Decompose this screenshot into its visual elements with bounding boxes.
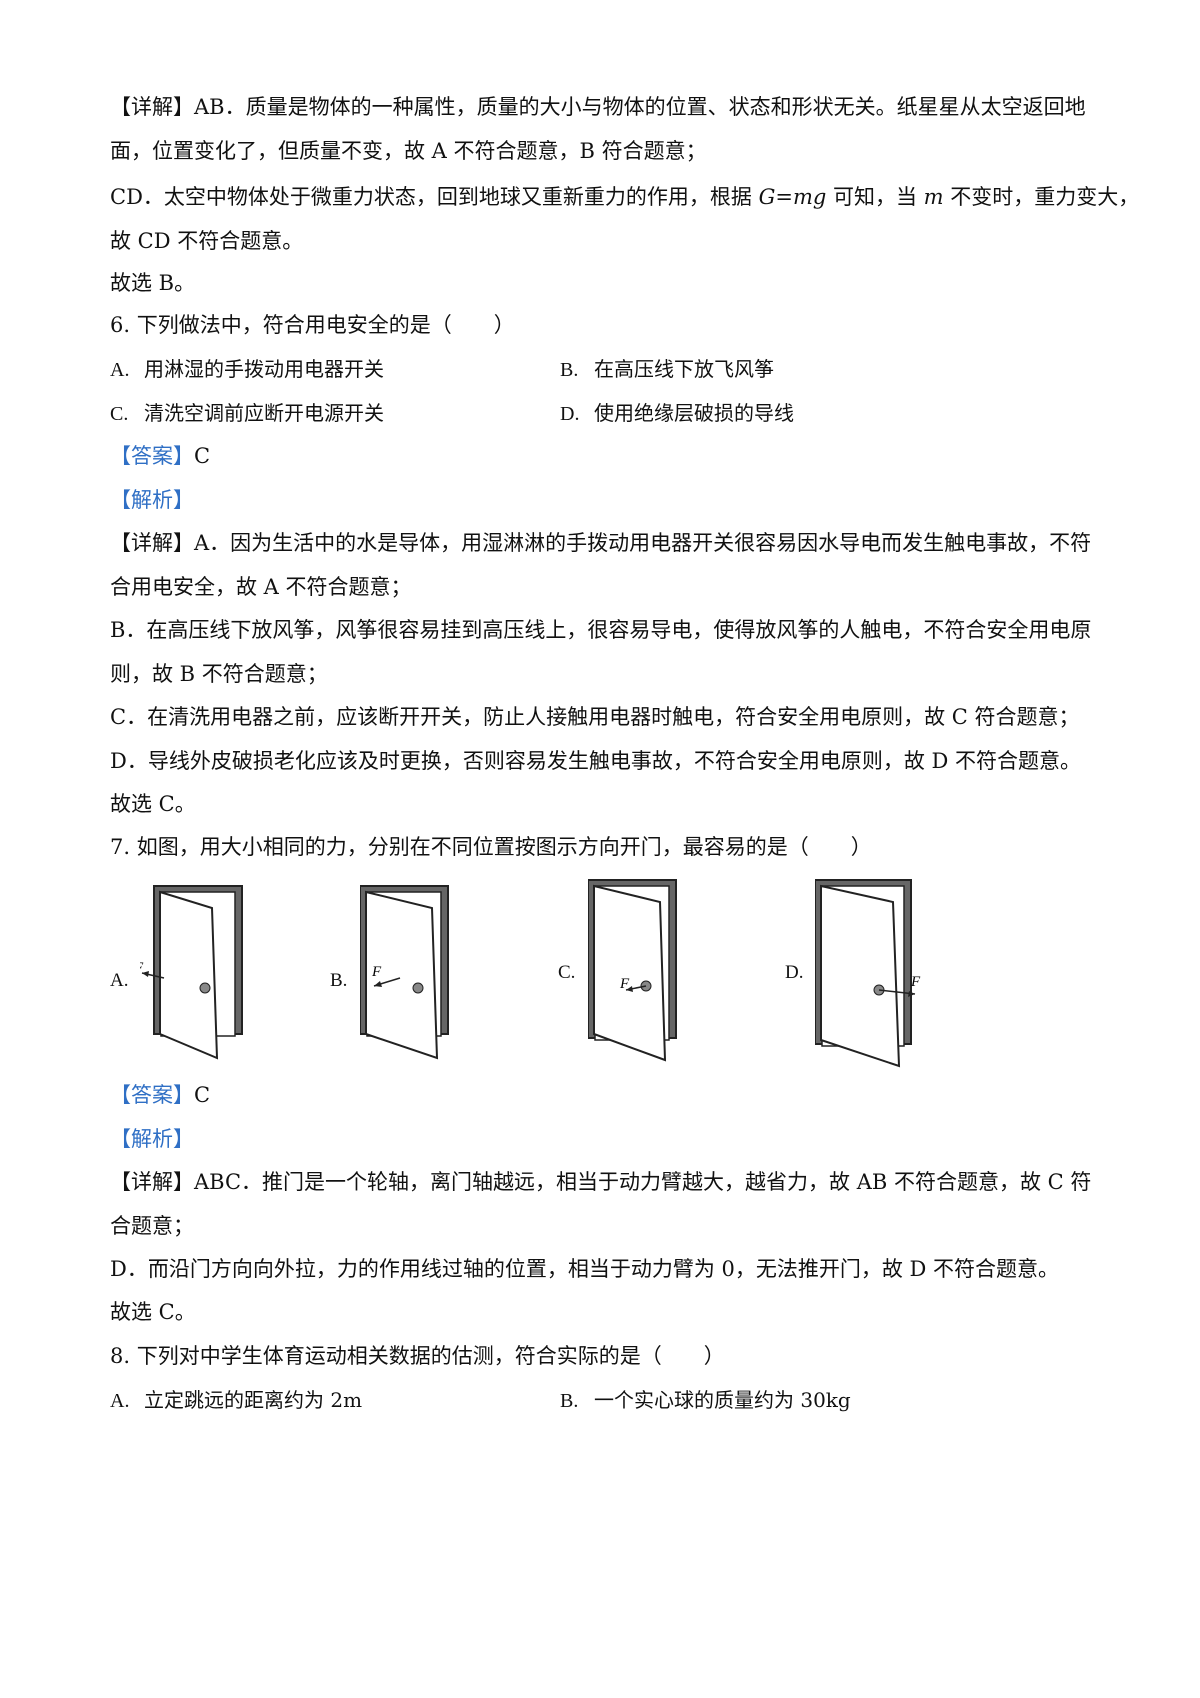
explanation-line: D．而沿门方向向外拉，力的作用线过轴的位置，相当于动力臂为 0，无法推开门，故 … — [110, 1257, 1060, 1281]
explanation-line: B．在高压线下放风筝，风筝很容易挂到高压线上，很容易导电，使得放风筝的人触电，不… — [110, 618, 1092, 642]
option-b: B.一个实心球的质量约为 30kg — [560, 1388, 851, 1412]
option-a: A.立定跳远的距离约为 2m — [110, 1388, 363, 1412]
door-figure-c: C. F — [558, 872, 698, 1071]
door-figure-d: D. F — [785, 872, 945, 1076]
explanation-line: 故 CD 不符合题意。 — [110, 229, 304, 253]
choice-conclusion: 故选 C。 — [110, 1300, 196, 1324]
question-stem: 6. 下列做法中，符合用电安全的是（ ） — [110, 313, 515, 337]
svg-text:F: F — [619, 976, 630, 992]
door-b-icon: F — [359, 885, 449, 1060]
option-c: C.清洗空调前应断开电源开关 — [110, 401, 384, 425]
svg-text:F: F — [910, 974, 921, 990]
option-b: B.在高压线下放飞风筝 — [560, 357, 774, 381]
analysis-tag: 【解析】 — [110, 1127, 194, 1151]
option-label: A. — [110, 970, 129, 991]
explanation-line: 【详解】A．因为生活中的水是导体，用湿淋淋的手拨动用电器开关很容易因水导电而发生… — [110, 531, 1092, 555]
answer-line: 【答案】C — [110, 1083, 211, 1107]
option-label: B. — [330, 970, 348, 991]
analysis-tag: 【解析】 — [110, 488, 194, 512]
explanation-line: 【详解】AB．质量是物体的一种属性，质量的大小与物体的位置、状态和形状无关。纸星… — [110, 95, 1086, 119]
question-stem: 8. 下列对中学生体育运动相关数据的估测，符合实际的是（ ） — [110, 1344, 725, 1368]
explanation-line: C．在清洗用电器之前，应该断开开关，防止人接触用电器时触电，符合安全用电原则，故… — [110, 705, 1080, 729]
svg-text:F: F — [371, 964, 382, 980]
option-label: D. — [785, 962, 804, 983]
door-figure-b: B. F — [330, 880, 470, 1069]
explanation-line: D．导线外皮破损老化应该及时更换，否则容易发生触电事故，不符合安全用电原则，故 … — [110, 749, 1082, 773]
explanation-line: 合用电安全，故 A 不符合题意； — [110, 575, 412, 599]
door-figure-a: A. F — [110, 880, 250, 1069]
answer-line: 【答案】C — [110, 444, 211, 468]
explanation-line: 则，故 B 不符合题意； — [110, 662, 328, 686]
option-d: D.使用绝缘层破损的导线 — [560, 401, 794, 425]
choice-conclusion: 故选 B。 — [110, 271, 196, 295]
explanation-line: 【详解】ABC．推门是一个轮轴，离门轴越远，相当于动力臂越大，越省力，故 AB … — [110, 1170, 1092, 1194]
option-a: A.用淋湿的手拨动用电器开关 — [110, 357, 384, 381]
option-label: C. — [558, 962, 576, 983]
explanation-line: 面，位置变化了，但质量不变，故 A 不符合题意，B 符合题意； — [110, 139, 707, 163]
door-d-icon: F — [814, 879, 921, 1068]
explanation-line: 合题意； — [110, 1214, 194, 1238]
door-a-icon: F — [133, 885, 243, 1060]
door-c-icon: F — [587, 879, 677, 1062]
explanation-line: CD．太空中物体处于微重力状态，回到地球又重新重力的作用，根据 G=mg 可知，… — [110, 185, 1140, 209]
choice-conclusion: 故选 C。 — [110, 792, 196, 816]
question-stem: 7. 如图，用大小相同的力，分别在不同位置按图示方向开门，最容易的是（ ） — [110, 835, 872, 859]
